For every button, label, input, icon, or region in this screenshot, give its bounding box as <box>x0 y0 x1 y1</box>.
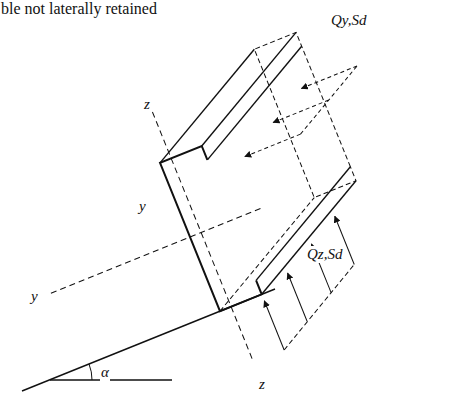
section-front <box>160 146 262 311</box>
load-label: Qy,Sd <box>330 12 367 29</box>
axis-label: y <box>138 198 147 215</box>
y-axis <box>51 207 264 293</box>
axis-label: z <box>143 96 151 113</box>
qy-load <box>229 66 373 157</box>
axis-label: z <box>258 376 266 393</box>
load-label: Qz,Sd <box>306 246 343 263</box>
section-back <box>254 32 356 197</box>
caption-fragment: ble not laterally retained <box>0 0 158 18</box>
extrusion-edge <box>134 49 281 163</box>
extrusion-edge <box>235 181 382 295</box>
extrusion-edge <box>176 32 323 146</box>
horizontal-line <box>50 379 172 380</box>
angle-arc <box>89 364 92 380</box>
axis-label: y <box>30 288 39 305</box>
extrusion-edge <box>230 167 377 281</box>
extrusion-edge <box>181 46 328 160</box>
qz-load <box>245 216 374 350</box>
angle-label: α <box>100 364 110 381</box>
